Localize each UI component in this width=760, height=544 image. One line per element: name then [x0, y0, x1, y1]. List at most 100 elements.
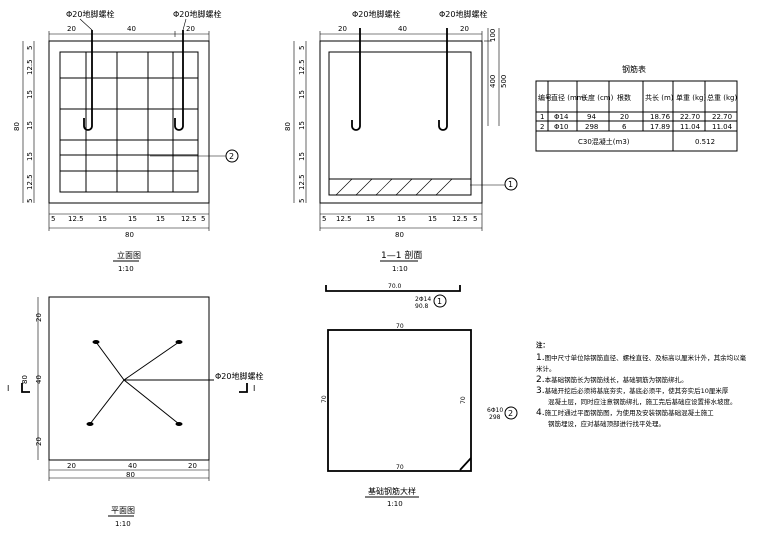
callout-circle-2	[225, 149, 239, 163]
front-inner-frame	[59, 51, 199, 193]
front-bolt-label-right: Φ20地脚螺栓	[173, 9, 221, 19]
front-top-dim: 20	[186, 25, 195, 33]
plan-bottom-dim: 20	[67, 462, 76, 470]
section-left-dim: 12.5	[298, 59, 306, 75]
front-bolt-label-left: Φ20地脚螺栓	[66, 9, 114, 19]
rebar-detail: 70.0 2Φ14 90.8 1 70 70 70 70 6Φ10 298 2 …	[321, 283, 518, 508]
plan-left-total: 80	[21, 375, 29, 384]
front-bottom-total: 80	[125, 231, 134, 239]
note-continuation: 混凝土层，同时应注意钢筋绑扎，施工完后基础应设置排水坡度。	[548, 398, 737, 406]
plan-bolt-tie-right	[123, 341, 180, 425]
table-cell: 2	[540, 123, 544, 131]
section-outline	[319, 40, 483, 204]
rebar-2-stirrup	[327, 329, 472, 472]
front-bottom-dim: 15	[156, 215, 165, 223]
notes-title: 注：	[536, 341, 549, 349]
callout-circle-1b	[433, 294, 447, 308]
section-right-dim: 100	[489, 29, 497, 42]
section-anchor-bolt-right	[438, 28, 448, 131]
table-cell: Φ14	[554, 113, 569, 121]
section-bottom-dim: 15	[428, 215, 437, 223]
plan-outline	[48, 296, 210, 461]
table-header: 长度 (cm)	[581, 93, 614, 102]
section-top-dim: 20	[338, 25, 347, 33]
plan-bolt-label: Φ20地脚螺栓	[215, 371, 263, 381]
front-bottom-dim: 15	[128, 215, 137, 223]
callout-circle-2b	[504, 406, 518, 420]
section-bottom-dim: 5	[322, 215, 326, 223]
rebar-1-length-b: 90.8	[415, 303, 429, 310]
rebar-detail-scale: 1:10	[387, 500, 403, 508]
front-scale: 1:10	[118, 265, 134, 273]
table-footer-value: 0.512	[695, 138, 715, 146]
note-text: 基础开挖后必须将基底夯实，基底必须平，使其夯实后10厘米厚	[544, 387, 729, 395]
table-cell: 1	[540, 113, 544, 121]
front-left-dim: 5	[26, 46, 34, 50]
table-header: 编号	[538, 93, 552, 102]
table-cell: 11.04	[680, 123, 701, 131]
front-anchor-bolt-right	[174, 30, 184, 131]
notes-block: 注： 1.图中尺寸单位除钢筋直径、螺栓直径、及标高以厘米计外，其余均以毫米计。 …	[536, 340, 751, 430]
rebar-2-spec: 6Φ10	[487, 407, 503, 414]
table-cell: 11.04	[712, 123, 733, 131]
table-cell: 22.70	[680, 113, 700, 121]
section-bottom-dim: 15	[397, 215, 406, 223]
section-bottom-dim: 12.5	[336, 215, 352, 223]
section-cut-label-left: I	[7, 384, 9, 393]
note-number: 4.	[536, 408, 545, 418]
table-header: 总重 (kg)	[707, 93, 737, 102]
note-text: 图中尺寸单位除钢筋直径、螺栓直径、及标高以厘米计外，其余均以毫米计。	[536, 354, 747, 373]
section-right-dim: 400	[489, 75, 497, 88]
section-bolt-label-left: Φ20地脚螺栓	[352, 9, 400, 19]
note-item: 4.施工时通过平面钢筋图，为使用及安装钢筋基础混凝土施工	[536, 408, 751, 419]
plan-bolt-marker	[175, 340, 183, 344]
section-bolt-label-right: Φ20地脚螺栓	[439, 9, 487, 19]
section-top-dim: 20	[460, 25, 469, 33]
section-1-1: Φ20地脚螺栓 Φ20地脚螺栓 20 40 20 100 400 500 5 1…	[284, 9, 518, 273]
table-cell: Φ10	[554, 123, 568, 131]
front-left-dim: 12.5	[26, 174, 34, 190]
table-cell: 22.70	[712, 113, 732, 121]
plan-bolt-marker	[92, 340, 100, 344]
table-cell: 18.76	[650, 113, 671, 121]
section-bottom-dim: 5	[473, 215, 477, 223]
plan-bottom-total: 80	[126, 471, 135, 479]
table-cell: 94	[587, 113, 596, 121]
section-left-dim: 5	[298, 199, 306, 203]
table-frame	[535, 80, 738, 152]
section-bottom-dim: 12.5	[452, 215, 468, 223]
note-number: 3.	[536, 386, 545, 396]
table-header: 共长 (m)	[645, 93, 674, 102]
rebar-table: 钢筋表 编号 直径 (mm) 长度 (cm) 根数 共长 (m) 单重 (kg)…	[535, 64, 738, 152]
note-item: 2.本基础钢筋长为钢筋线长，基础钢筋为钢筋绑扎。	[536, 375, 751, 386]
section-anchor-bolt-left	[351, 28, 361, 131]
note-number: 1.	[536, 353, 545, 363]
plan-scale: 1:10	[115, 520, 131, 528]
table-header: 根数	[617, 93, 631, 102]
front-title: 立面图	[117, 250, 141, 260]
section-bottom-total: 80	[395, 231, 404, 239]
table-header: 直径 (mm)	[551, 93, 587, 102]
callout-label: 2	[229, 152, 234, 161]
front-anchor-bolt-left	[83, 30, 93, 131]
rebar-1-length: 70.0	[388, 283, 402, 290]
front-left-dim: 5	[26, 199, 34, 203]
note-item: 1.图中尺寸单位除钢筋直径、螺栓直径、及标高以厘米计外，其余均以毫米计。	[536, 353, 751, 375]
front-left-total: 80	[13, 122, 21, 131]
table-cell: 6	[622, 123, 627, 131]
plan-left-dim: 40	[35, 375, 43, 384]
front-bottom-dim: 5	[201, 215, 205, 223]
section-left-dim: 5	[298, 46, 306, 50]
rebar-1-shape	[325, 285, 461, 292]
front-bottom-dim: 12.5	[181, 215, 197, 223]
rebar-detail-title: 基础钢筋大样	[368, 486, 416, 496]
callout-circle-1	[504, 177, 518, 191]
plan-bolt-tie-left	[89, 341, 125, 425]
note-text: 施工时通过平面钢筋图，为使用及安装钢筋基础混凝土施工	[544, 409, 714, 417]
front-top-dim: 20	[67, 25, 76, 33]
front-left-dim: 12.5	[26, 59, 34, 75]
front-outline	[48, 40, 210, 204]
section-left-dim: 15	[298, 90, 306, 99]
section-left-dim: 15	[298, 152, 306, 161]
